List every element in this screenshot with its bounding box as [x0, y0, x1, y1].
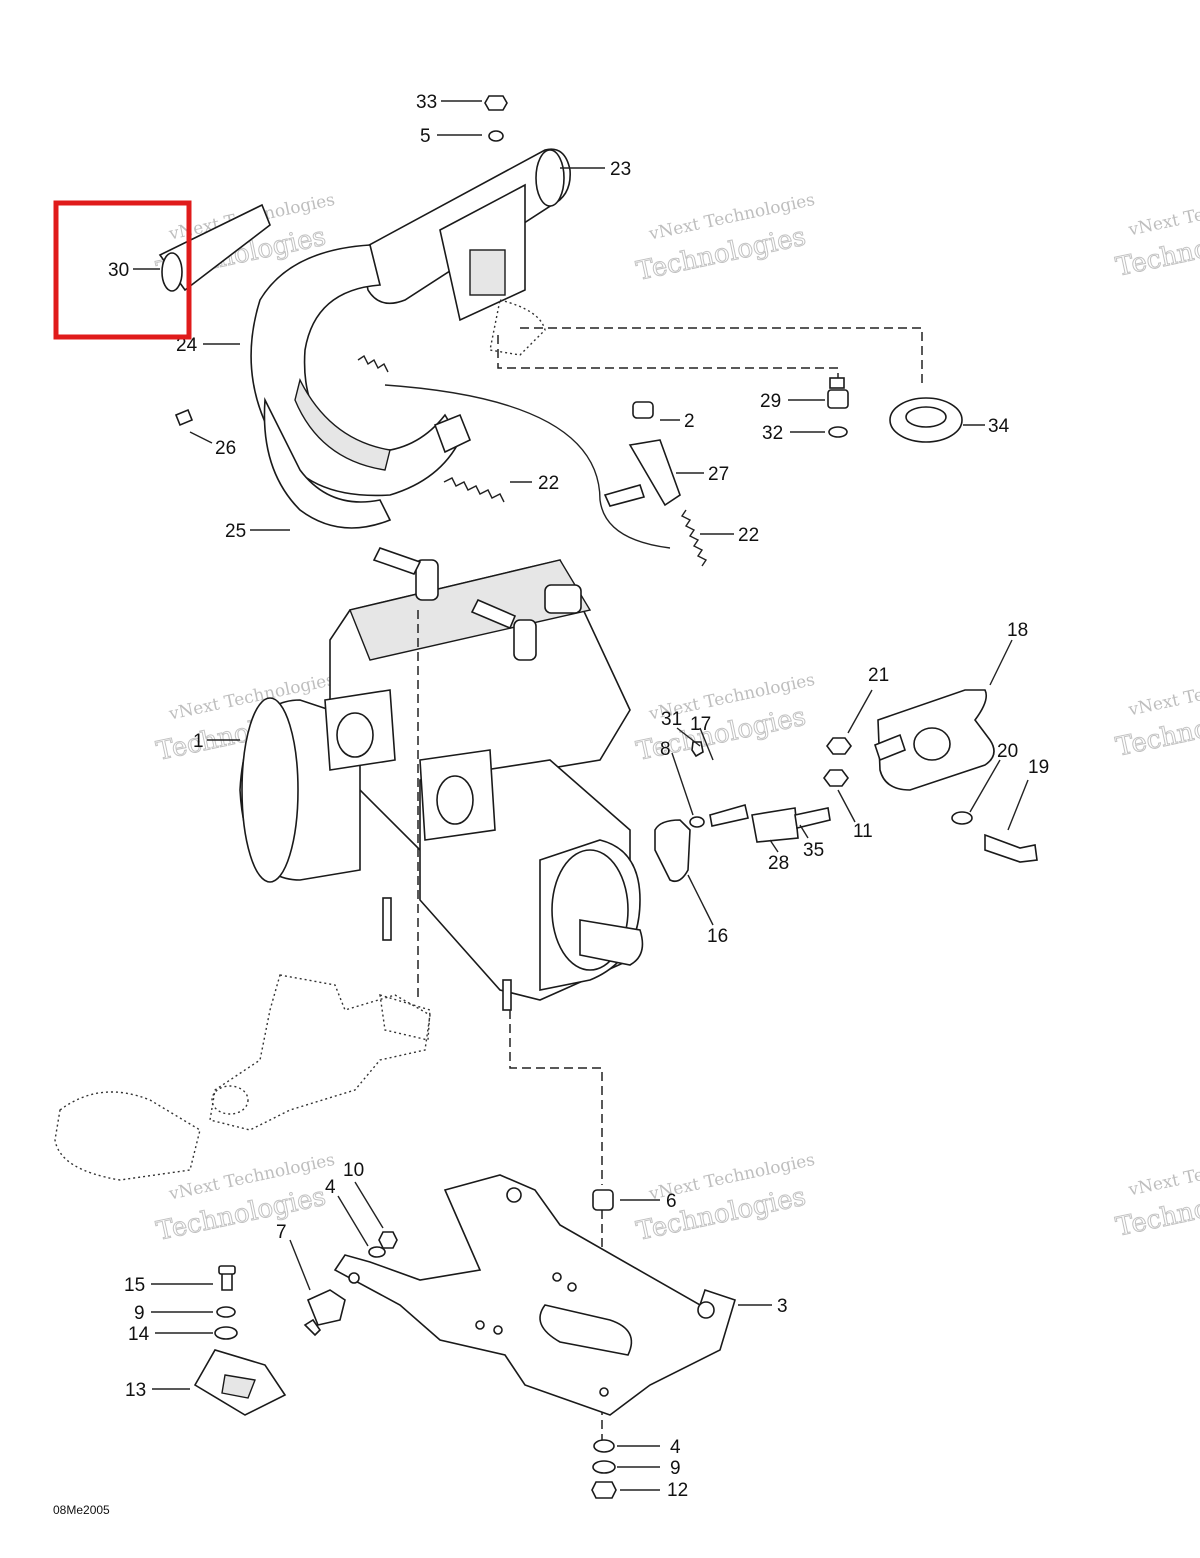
callout-labels: 33 5 23 30 24 26 25 22 2 27 22 29 32 34 … — [108, 92, 1049, 1501]
callout-6: 6 — [666, 1191, 677, 1212]
callout-3: 3 — [777, 1296, 788, 1317]
callout-11: 11 — [853, 821, 873, 842]
callout-20: 20 — [997, 741, 1018, 762]
leader-lines — [133, 100, 1029, 1491]
diagram-code: 08Me2005 — [53, 1503, 110, 1517]
callout-18: 18 — [1007, 620, 1028, 641]
callout-32: 32 — [762, 423, 783, 444]
callout-33: 33 — [416, 92, 437, 113]
callout-14: 14 — [128, 1324, 150, 1345]
callout-23: 23 — [610, 159, 631, 180]
callout-31: 31 — [661, 709, 682, 730]
intake-manifold-ghost — [54, 974, 431, 1181]
callout-12: 12 — [667, 1480, 688, 1501]
callout-35: 35 — [803, 840, 824, 861]
watermark-text: vNext Technologies — [1126, 186, 1200, 241]
highlight-box — [53, 200, 192, 340]
engine-assembly — [239, 547, 644, 1440]
callout-34: 34 — [988, 416, 1010, 437]
callout-4: 4 — [325, 1177, 336, 1198]
callout-5: 5 — [420, 126, 431, 147]
callout-24: 24 — [176, 335, 198, 356]
callout-16: 16 — [707, 926, 728, 947]
callout-25: 25 — [225, 521, 246, 542]
callout-27: 27 — [708, 464, 729, 485]
callout-29: 29 — [760, 391, 781, 412]
callout-22: 22 — [538, 473, 559, 494]
callout-7: 7 — [276, 1222, 287, 1243]
callout-13: 13 — [125, 1380, 146, 1401]
watermark-text: vNext Technologies — [1126, 666, 1200, 721]
callout-21: 21 — [868, 665, 889, 686]
callout-1: 1 — [193, 731, 204, 752]
callout-30: 30 — [108, 260, 129, 281]
callout-10: 10 — [343, 1160, 364, 1181]
callout-8: 8 — [660, 739, 671, 760]
callout-15: 15 — [124, 1275, 145, 1296]
callout-2: 2 — [684, 411, 695, 432]
engine-plate-assembly — [193, 1174, 736, 1499]
callout-9: 9 — [134, 1303, 145, 1324]
callout-9b: 9 — [670, 1458, 681, 1479]
callout-22b: 22 — [738, 525, 759, 546]
support-bracket-assembly — [654, 689, 1038, 883]
callout-28: 28 — [768, 853, 789, 874]
callout-4b: 4 — [670, 1437, 681, 1458]
callout-19: 19 — [1028, 757, 1049, 778]
watermark-text: vNext Technologies — [1126, 1146, 1200, 1201]
exhaust-assembly — [158, 95, 963, 567]
callout-26: 26 — [215, 438, 236, 459]
callout-17: 17 — [690, 714, 711, 735]
